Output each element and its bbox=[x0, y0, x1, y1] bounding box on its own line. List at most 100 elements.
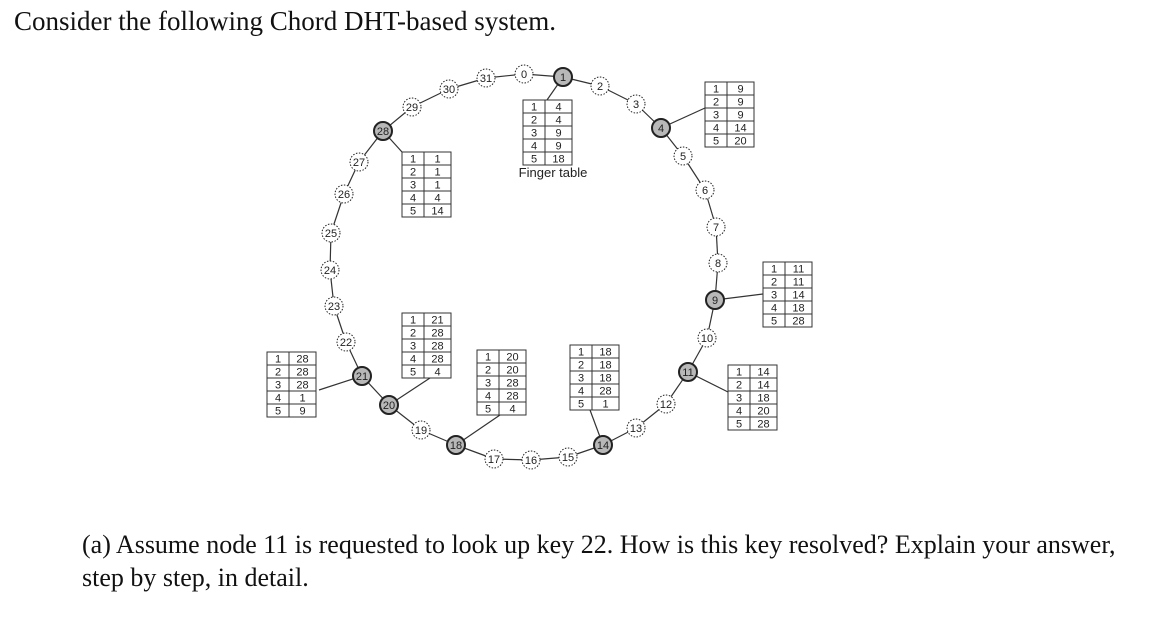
table-cell-value: 5 bbox=[578, 399, 584, 411]
inactive-node bbox=[708, 253, 728, 273]
table-cell-value: 3 bbox=[771, 290, 777, 302]
active-node bbox=[678, 362, 698, 382]
node-label: 25 bbox=[325, 228, 337, 240]
table-cell-value: 2 bbox=[410, 328, 416, 340]
table-cell-value: 4 bbox=[410, 354, 416, 366]
table-cell bbox=[726, 133, 755, 148]
table-cell-value: 4 bbox=[275, 393, 281, 405]
table-cell-value: 2 bbox=[485, 365, 491, 377]
table-cell-value: 1 bbox=[275, 354, 281, 366]
table-cell-value: 2 bbox=[713, 97, 719, 109]
node-label: 21 bbox=[356, 371, 368, 383]
node-label: 29 bbox=[406, 102, 418, 114]
table-cell-value: 9 bbox=[555, 128, 561, 140]
table-cell-value: 3 bbox=[736, 393, 742, 405]
table-cell-value: 4 bbox=[434, 193, 440, 205]
active-node bbox=[705, 290, 725, 310]
node-label: 16 bbox=[525, 455, 537, 467]
inactive-node bbox=[558, 447, 578, 467]
table-cell-value: 28 bbox=[431, 328, 443, 340]
table-cell bbox=[784, 313, 813, 328]
table-cell-value: 14 bbox=[431, 206, 443, 218]
table-cell-value: 20 bbox=[506, 352, 518, 364]
inactive-node bbox=[402, 97, 422, 117]
active-node bbox=[352, 366, 372, 386]
node-label: 30 bbox=[443, 84, 455, 96]
table-cell-value: 5 bbox=[275, 406, 281, 418]
table-cell bbox=[288, 403, 317, 418]
table-cell-value: 4 bbox=[555, 115, 561, 127]
table-cell-value: 18 bbox=[599, 373, 611, 385]
node-label: 28 bbox=[377, 126, 389, 138]
table-cell-value: 18 bbox=[599, 360, 611, 372]
node-label: 10 bbox=[701, 333, 713, 345]
active-node bbox=[446, 435, 466, 455]
table-cell-value: 4 bbox=[531, 141, 537, 153]
inactive-node bbox=[590, 76, 610, 96]
node-label: 20 bbox=[383, 400, 395, 412]
inactive-node bbox=[439, 79, 459, 99]
table-cell-value: 1 bbox=[578, 347, 584, 359]
table-cell-value: 2 bbox=[410, 167, 416, 179]
table-cell-value: 18 bbox=[599, 347, 611, 359]
table-cell-value: 2 bbox=[275, 367, 281, 379]
active-node bbox=[651, 118, 671, 138]
table-cell-value: 3 bbox=[410, 341, 416, 353]
table-cell-value: 20 bbox=[757, 406, 769, 418]
table-cell-value: 28 bbox=[431, 341, 443, 353]
table-cell-value: 5 bbox=[410, 206, 416, 218]
table-cell-value: 28 bbox=[599, 386, 611, 398]
table-cell bbox=[749, 416, 778, 431]
inactive-node bbox=[695, 180, 715, 200]
node-label: 12 bbox=[660, 399, 672, 411]
table-cell-value: 4 bbox=[555, 102, 561, 114]
node-label: 3 bbox=[633, 99, 639, 111]
table-cell bbox=[423, 203, 452, 218]
table-cell-value: 1 bbox=[410, 154, 416, 166]
table-cell-value: 3 bbox=[713, 110, 719, 122]
active-node bbox=[379, 395, 399, 415]
table-cell-value: 5 bbox=[736, 419, 742, 431]
table-cell-value: 4 bbox=[713, 123, 719, 135]
inactive-node bbox=[349, 152, 369, 172]
inactive-node bbox=[626, 94, 646, 114]
inactive-node bbox=[514, 64, 534, 84]
table-cell bbox=[544, 151, 573, 166]
table-cell-value: 21 bbox=[431, 315, 443, 327]
table-cell-value: 4 bbox=[434, 367, 440, 379]
table-cell-value: 18 bbox=[792, 303, 804, 315]
table-cell bbox=[423, 364, 452, 379]
table-cell-value: 5 bbox=[713, 136, 719, 148]
table-cell-value: 4 bbox=[410, 193, 416, 205]
node-label: 15 bbox=[562, 452, 574, 464]
inactive-node bbox=[521, 450, 541, 470]
table-cell-value: 3 bbox=[485, 378, 491, 390]
table-cell-value: 28 bbox=[792, 316, 804, 328]
node-label: 23 bbox=[328, 301, 340, 313]
table-cell-value: 28 bbox=[506, 378, 518, 390]
table-cell-value: 1 bbox=[736, 367, 742, 379]
table-cell-value: 14 bbox=[734, 123, 746, 135]
table-cell-value: 3 bbox=[410, 180, 416, 192]
table-cell-value: 20 bbox=[506, 365, 518, 377]
table-cell-value: 4 bbox=[509, 404, 515, 416]
table-cell-value: 3 bbox=[578, 373, 584, 385]
table-cell-value: 28 bbox=[296, 380, 308, 392]
inactive-node bbox=[697, 328, 717, 348]
table-cell-value: 14 bbox=[757, 380, 769, 392]
inactive-node bbox=[673, 146, 693, 166]
table-cell-value: 14 bbox=[792, 290, 804, 302]
node-label: 4 bbox=[658, 123, 664, 135]
table-cell-value: 28 bbox=[296, 354, 308, 366]
table-cell-value: 2 bbox=[531, 115, 537, 127]
table-cell-value: 9 bbox=[737, 110, 743, 122]
table-cell-value: 5 bbox=[771, 316, 777, 328]
node-label: 13 bbox=[630, 423, 642, 435]
